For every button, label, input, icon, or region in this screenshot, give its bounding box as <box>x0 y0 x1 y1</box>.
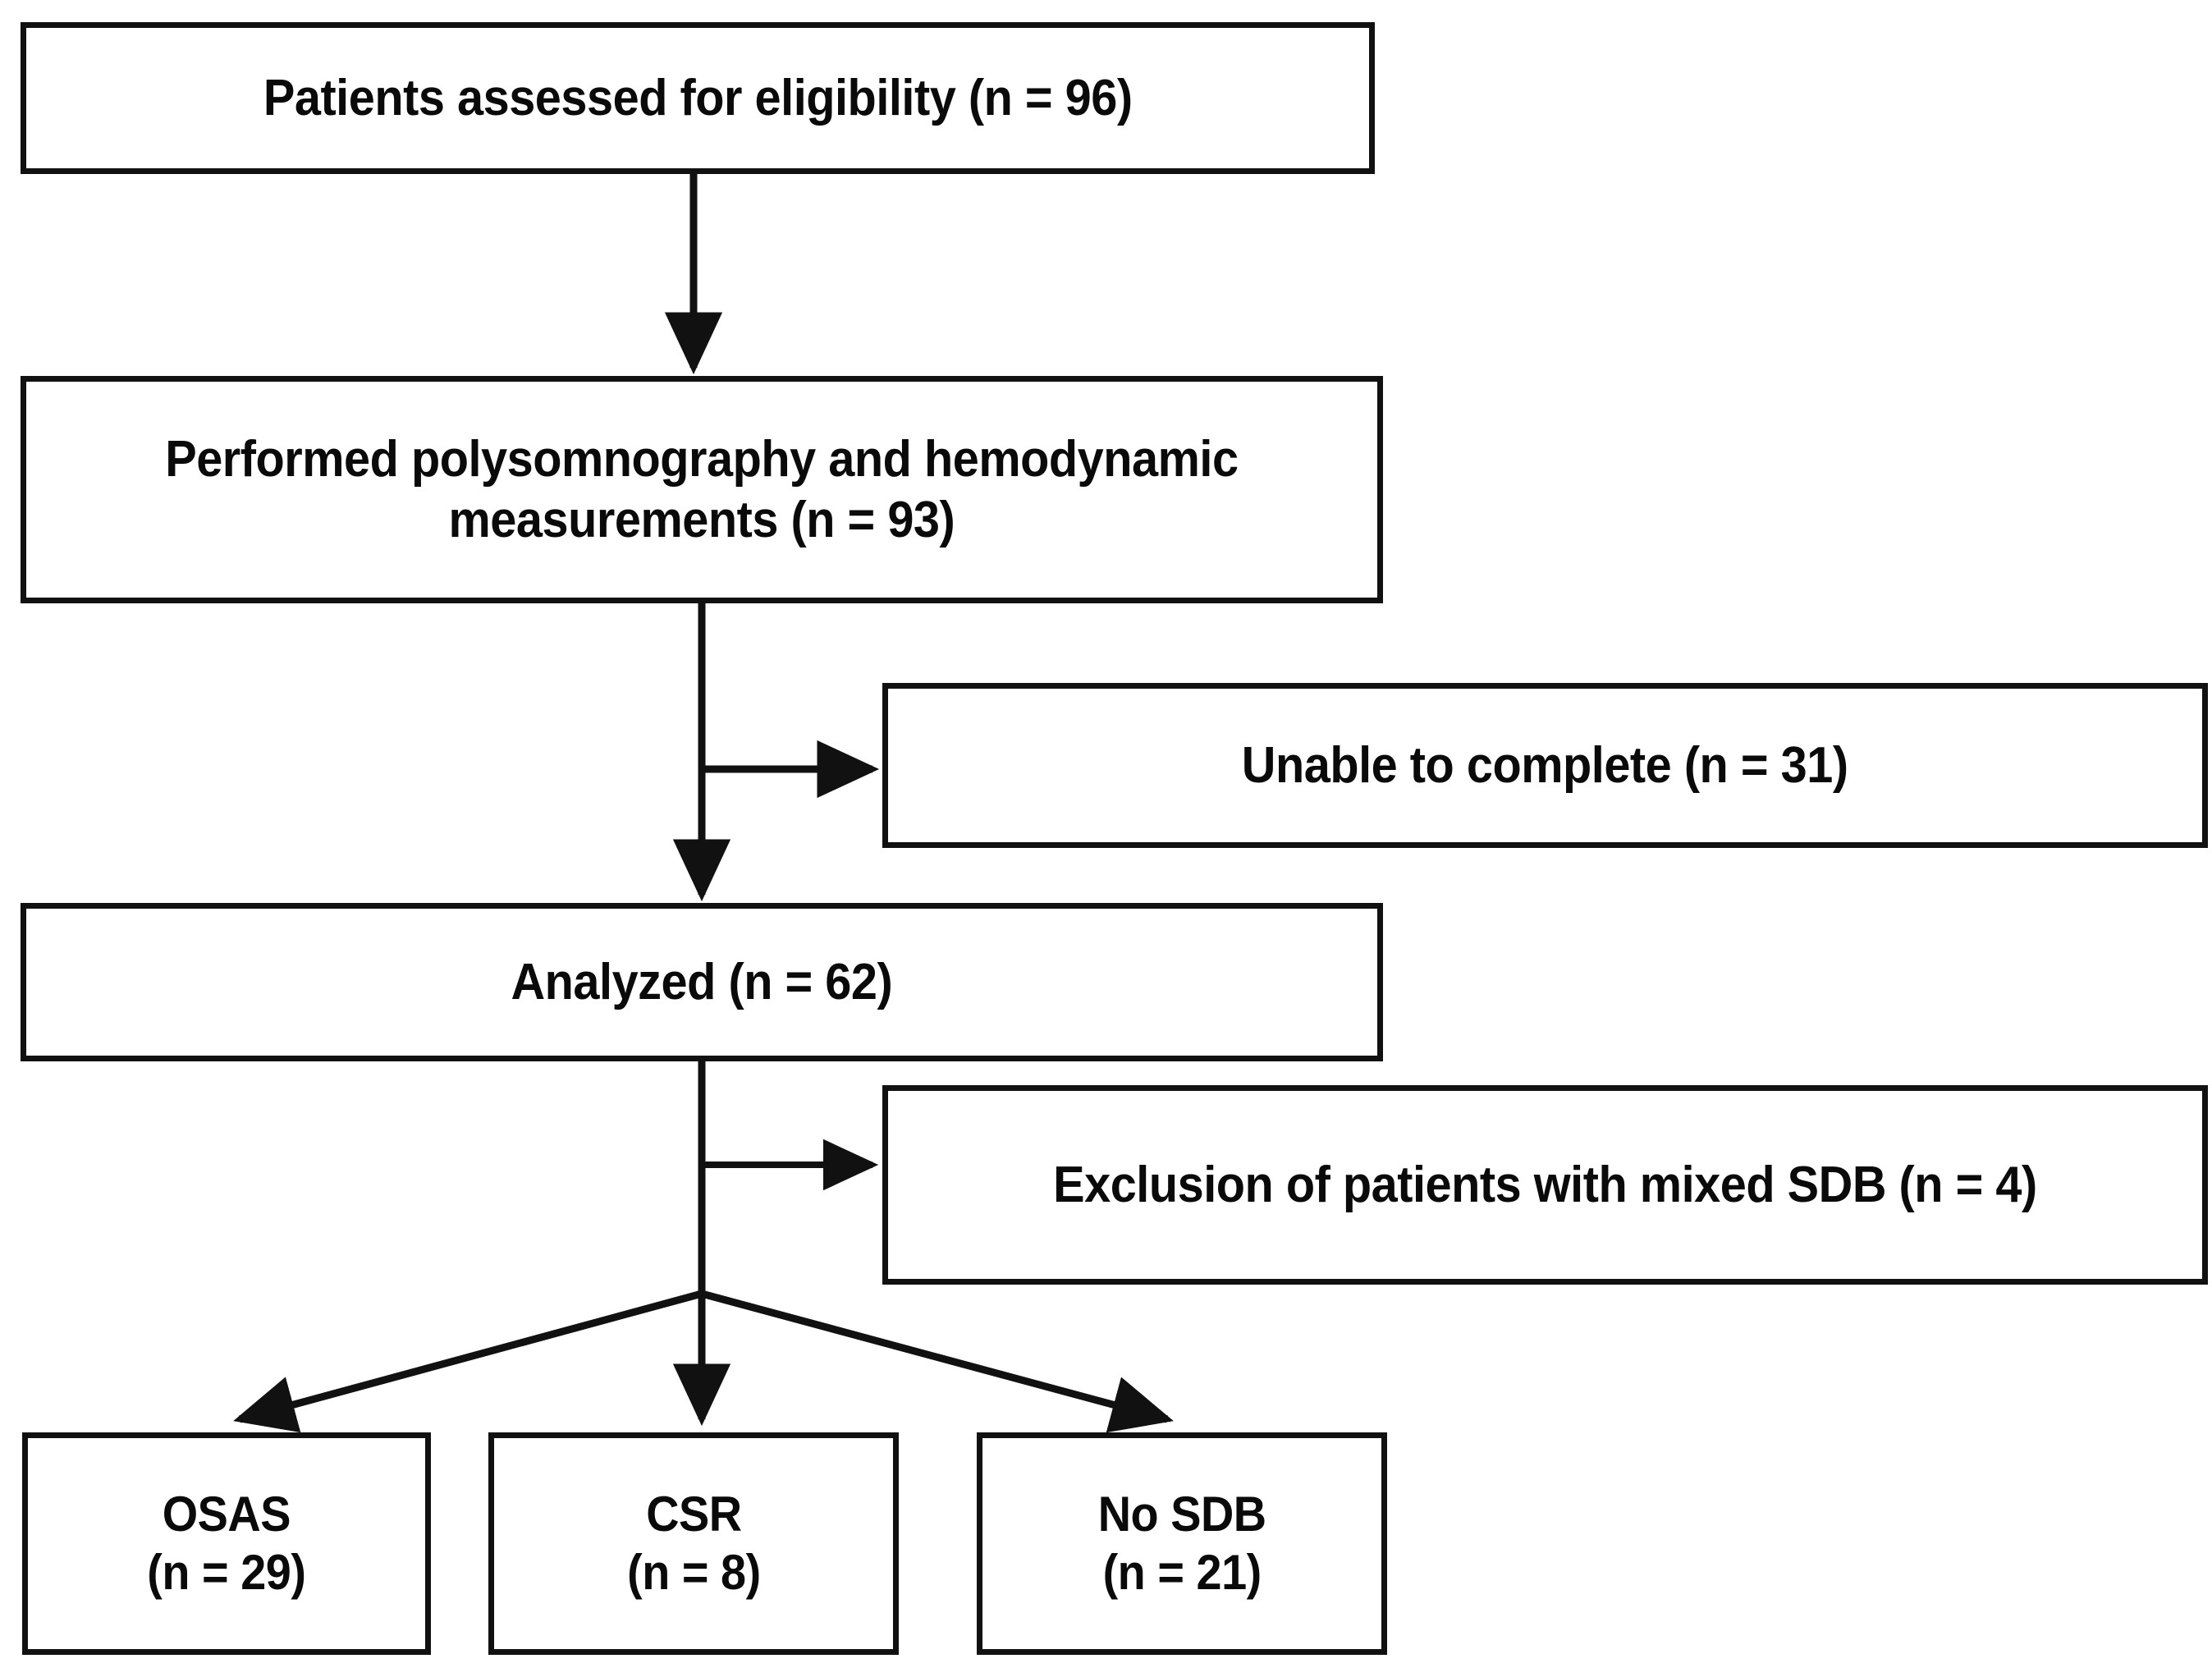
node-analyzed-label: Analyzed (n = 62) <box>511 953 893 1010</box>
edge-analyzed-to-osas <box>233 1290 703 1433</box>
node-csr: CSR (n = 8) <box>488 1432 899 1655</box>
node-csr-label: CSR (n = 8) <box>626 1486 761 1600</box>
edge-analyzed-to-nosdb <box>700 1290 1174 1433</box>
node-unable-to-complete: Unable to complete (n = 31) <box>882 683 2208 848</box>
node-enrollment: Patients assessed for eligibility (n = 9… <box>21 22 1375 174</box>
node-osas: OSAS (n = 29) <box>22 1432 431 1655</box>
node-exclusion-label: Exclusion of patients with mixed SDB (n … <box>1053 1156 2037 1213</box>
node-measurements-label: Performed polysomnography and hemodynami… <box>165 431 1239 548</box>
node-exclusion: Exclusion of patients with mixed SDB (n … <box>882 1085 2208 1285</box>
node-no-sdb: No SDB (n = 21) <box>977 1432 1387 1655</box>
node-osas-label: OSAS (n = 29) <box>147 1486 306 1600</box>
node-unable-to-complete-label: Unable to complete (n = 31) <box>1242 736 1848 794</box>
node-measurements: Performed polysomnography and hemodynami… <box>21 376 1383 603</box>
node-enrollment-label: Patients assessed for eligibility (n = 9… <box>263 69 1133 126</box>
node-analyzed: Analyzed (n = 62) <box>21 903 1383 1061</box>
node-no-sdb-label: No SDB (n = 21) <box>1097 1486 1266 1600</box>
